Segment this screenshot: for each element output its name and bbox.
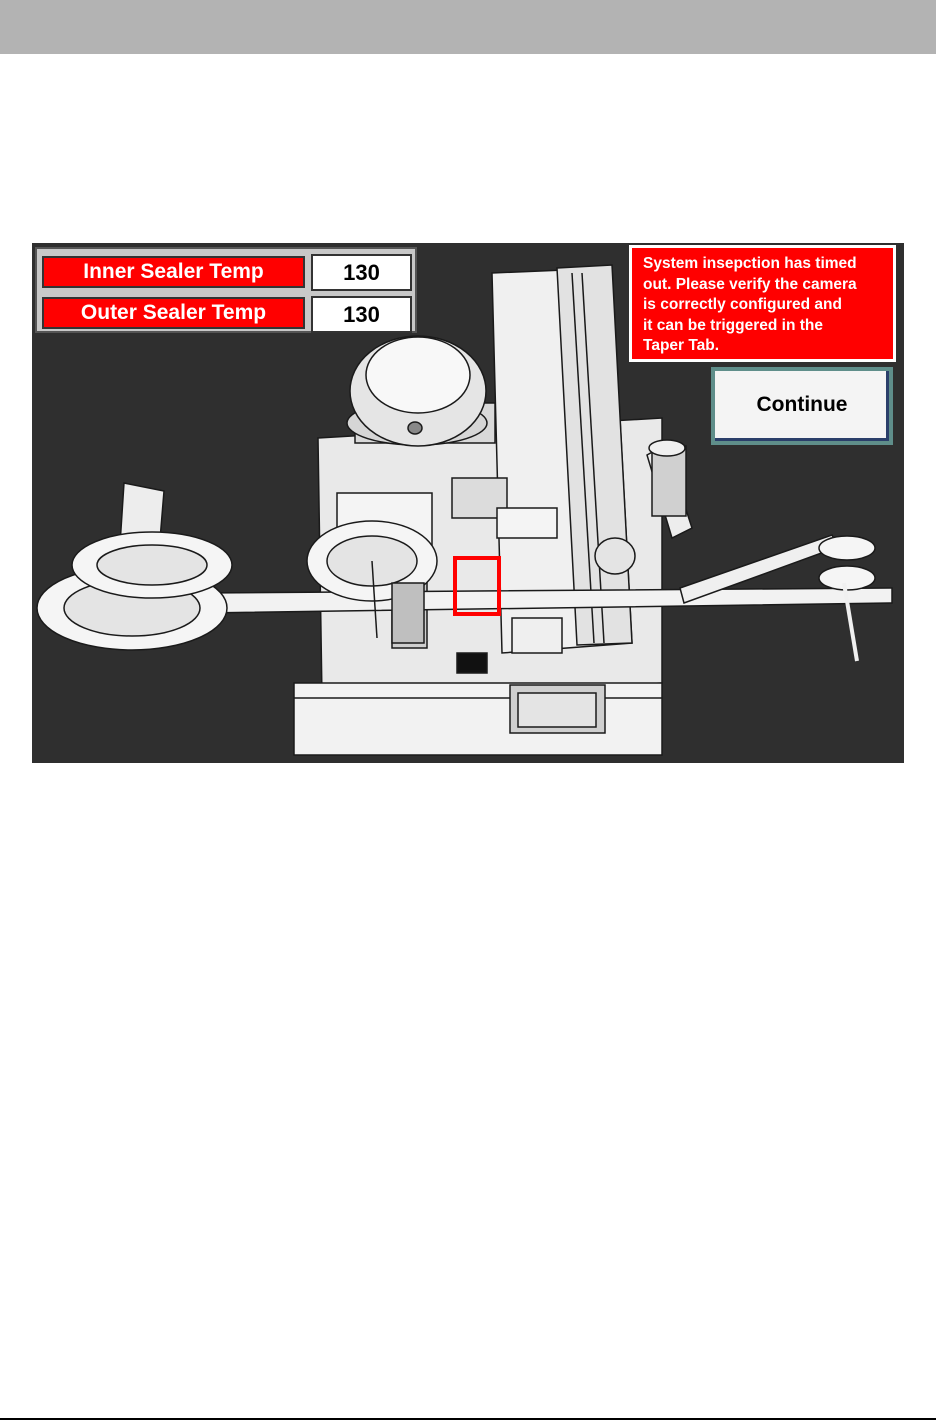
header-bar [0, 0, 936, 54]
alert-line: System insepction has timed [643, 254, 885, 275]
outer-sealer-temp-label: Outer Sealer Temp [42, 297, 305, 329]
inspection-timeout-alert: System insepction has timed out. Please … [629, 245, 896, 362]
alert-line: is correctly configured and [643, 295, 885, 316]
continue-button[interactable]: Continue [711, 367, 893, 445]
alert-line: out. Please verify the camera [643, 275, 885, 296]
page-footer-rule [0, 1418, 936, 1420]
alert-line: Taper Tab. [643, 336, 885, 357]
inner-sealer-temp-value[interactable]: 130 [311, 254, 412, 291]
hmi-screen: Inner Sealer Temp 130 Outer Sealer Temp … [32, 243, 904, 763]
temperature-panel: Inner Sealer Temp 130 Outer Sealer Temp … [35, 247, 417, 333]
inner-sealer-temp-label: Inner Sealer Temp [42, 256, 305, 288]
outer-sealer-temp-value[interactable]: 130 [311, 296, 412, 333]
camera-highlight-marker [453, 556, 501, 616]
alert-line: it can be triggered in the [643, 316, 885, 337]
